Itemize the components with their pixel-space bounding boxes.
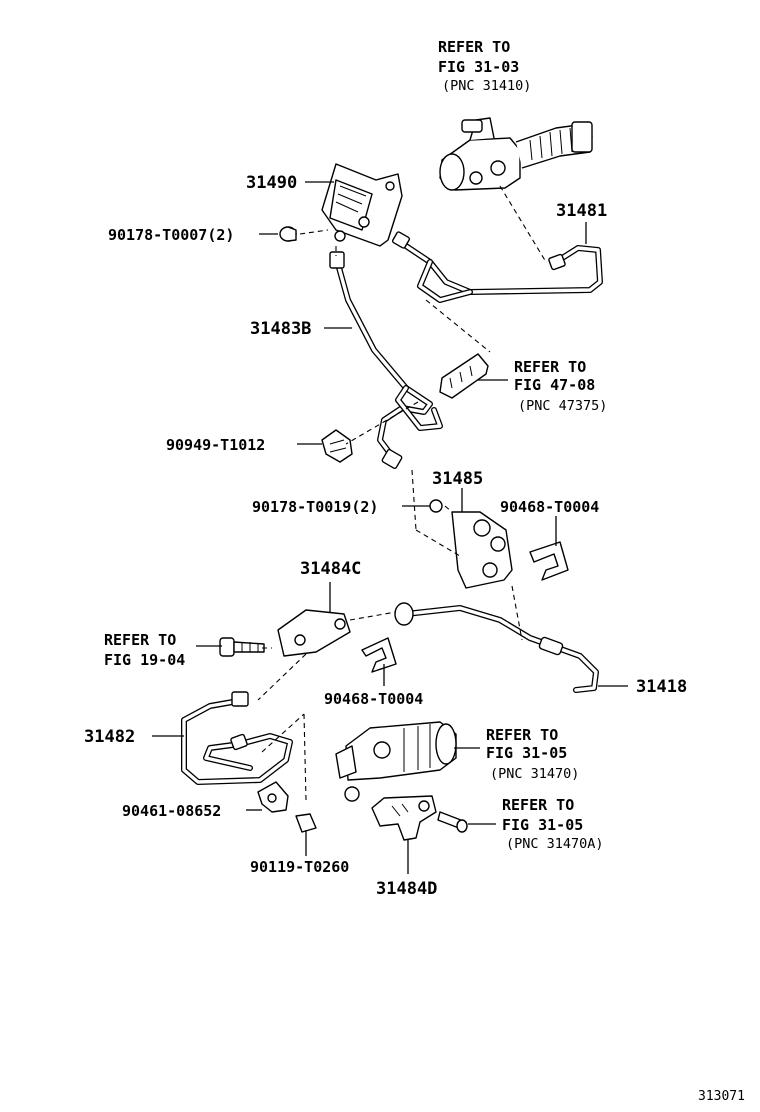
clip-90468-T0004-lower-illustration (361, 637, 397, 673)
assembly-dashed-lines (257, 185, 547, 801)
ref-19-04-line2: FIG 19-04 (104, 651, 185, 669)
bolt-31470A-illustration (437, 811, 468, 833)
callout-31481: 31481 (556, 201, 607, 221)
clip-90468-T0004-upper-illustration (529, 541, 569, 581)
ref-31-03-line2: FIG 31-03 (438, 58, 519, 76)
callout-90468-T0004-upper: 90468-T0004 (500, 498, 599, 516)
clutch-pipe-31483B-illustration (329, 251, 443, 470)
ref-31-05-a-line2: FIG 31-05 (486, 744, 567, 762)
ref-31-03-line1: REFER TO (438, 38, 510, 56)
ref-47-08-line2: FIG 47-08 (514, 376, 595, 394)
bracket-31484C-illustration (277, 609, 351, 657)
bracket-31484D-illustration (371, 795, 437, 841)
callout-90949-T1012: 90949-T1012 (166, 436, 265, 454)
callout-31418: 31418 (636, 677, 687, 697)
ref-31-05-b-line1: REFER TO (502, 796, 574, 814)
ref-31-05-a-line3: (PNC 31470) (490, 766, 579, 782)
bolt-90119-T0260-illustration (295, 813, 317, 833)
figure-number: 313071 (698, 1089, 745, 1104)
clutch-pipe-bracket-31490 (321, 163, 403, 247)
ref-31-05-a-line1: REFER TO (486, 726, 558, 744)
callout-31484D: 31484D (376, 879, 437, 899)
callout-90119-T0260: 90119-T0260 (250, 858, 349, 876)
bolt-90178-T0007-illustration (279, 226, 297, 242)
callout-31484C: 31484C (300, 559, 361, 579)
clutch-master-cylinder-illustration (439, 117, 593, 191)
ref-19-04-line1: REFER TO (104, 631, 176, 649)
clip-90461-08652-illustration (257, 781, 289, 813)
clutch-hose-31418-illustration (394, 602, 599, 693)
callout-90461-08652: 90461-08652 (122, 802, 221, 820)
bolt-19-04-illustration (219, 637, 265, 657)
callout-90178-T0007: 90178-T0007(2) (108, 226, 234, 244)
callout-31490: 31490 (246, 173, 297, 193)
callout-90178-T0019: 90178-T0019(2) (252, 498, 378, 516)
ref-31-05-b-line3: (PNC 31470A) (506, 836, 604, 852)
ref-47-08-line3: (PNC 47375) (518, 398, 607, 414)
callout-31482: 31482 (84, 727, 135, 747)
callout-31483B: 31483B (250, 319, 311, 339)
leader-lines (152, 181, 628, 874)
bracket-31485-illustration (429, 499, 513, 589)
clutch-pipe-31482-illustration (181, 691, 293, 785)
clip-90949-T1012-illustration (321, 429, 353, 463)
pipe-clamp-47375-illustration (439, 353, 489, 399)
clutch-pipe-31481-illustration (391, 231, 603, 303)
ref-47-08-line1: REFER TO (514, 358, 586, 376)
callout-31485: 31485 (432, 469, 483, 489)
ref-31-03-line3: (PNC 31410) (442, 78, 531, 94)
ref-31-05-b-line2: FIG 31-05 (502, 816, 583, 834)
clutch-release-cylinder-illustration (335, 721, 457, 802)
callout-90468-T0004-lower: 90468-T0004 (324, 690, 423, 708)
